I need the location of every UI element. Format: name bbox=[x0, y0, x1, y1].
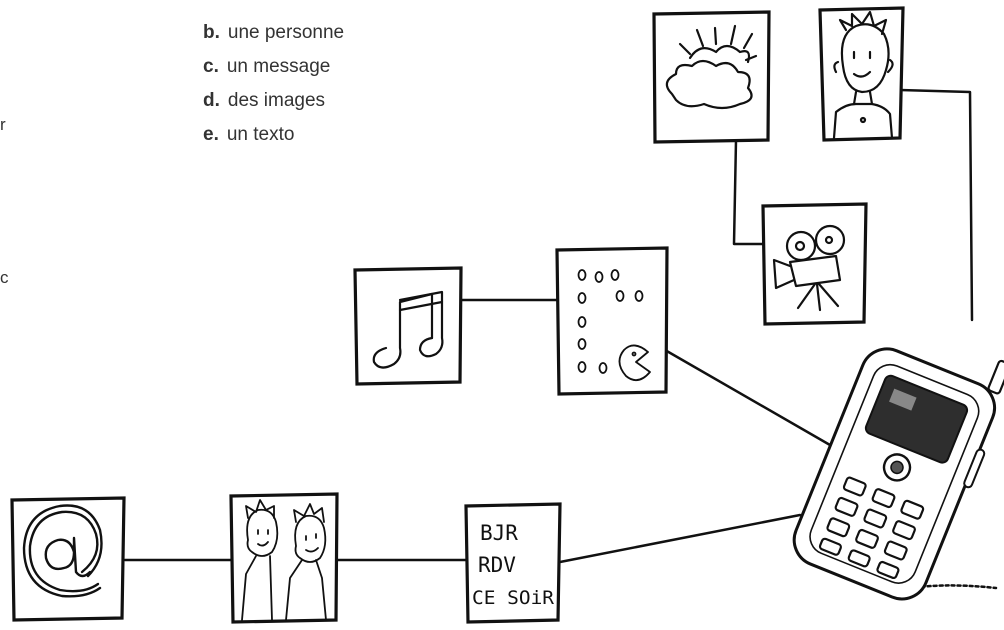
cut-off-letter-c: c bbox=[0, 268, 9, 287]
answer-letter: e. bbox=[203, 124, 219, 145]
answer-letter: c. bbox=[203, 56, 219, 77]
text-message-icon: BJR RDV CE SOiR bbox=[464, 502, 562, 624]
sms-line-3: CE SOiR bbox=[472, 587, 555, 609]
connector-lines bbox=[123, 88, 998, 592]
sms-line-1: BJR bbox=[480, 521, 518, 545]
boy-icon bbox=[818, 6, 905, 142]
sms-line-2: RDV bbox=[478, 553, 516, 577]
answer-text: un message bbox=[226, 56, 331, 77]
pacman-game-icon bbox=[555, 246, 669, 396]
at-sign-icon bbox=[10, 496, 126, 622]
answer-letter: b. bbox=[203, 22, 220, 43]
answer-item-c: c. un message bbox=[203, 54, 344, 88]
two-people-icon bbox=[229, 492, 339, 624]
sun-cloud-icon bbox=[652, 10, 771, 144]
music-note-icon bbox=[353, 266, 463, 386]
answer-letter: d. bbox=[203, 90, 220, 111]
answer-text: une personne bbox=[227, 22, 345, 43]
mobile-phone-icon bbox=[792, 347, 1004, 601]
answer-list: b. une personne c. un message d. des images… bbox=[203, 20, 344, 156]
answer-text: des images bbox=[227, 90, 326, 111]
answer-item-e: e. un texto bbox=[203, 122, 344, 156]
answer-item-b: b. une personne bbox=[203, 20, 344, 54]
answer-text: un texto bbox=[226, 124, 295, 145]
cut-off-letter-r: r bbox=[0, 115, 6, 134]
answer-item-d: d. des images bbox=[203, 88, 344, 122]
movie-camera-icon bbox=[761, 202, 868, 326]
